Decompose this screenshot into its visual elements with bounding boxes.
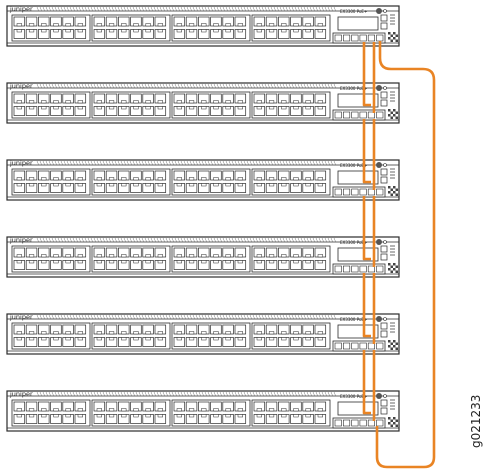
vcp-cable [362,350,371,415]
model-label: EX3300 PoE+ [340,86,367,91]
uplink-port [359,342,367,350]
lcd-panel [337,170,379,185]
model-label: EX3300 PoE+ [340,317,367,322]
uplink-port [359,111,367,119]
brand-label: juniper [9,159,33,167]
uplink-port [342,34,351,42]
lcd-panel [337,16,379,31]
uplink-port [342,342,351,350]
uplink-port [342,419,351,427]
model-label: EX3300 PoE+ [340,163,367,168]
uplink-port [367,34,376,42]
uplink-port [367,419,376,427]
status-led [376,239,382,245]
lcd-panel [337,401,379,416]
uplink-module [332,85,398,121]
uplink-port [359,188,367,196]
brand-label: juniper [9,236,33,244]
port-array [11,399,331,427]
uplink-port [351,342,359,350]
status-led [376,393,382,399]
uplink-port [376,34,384,42]
uplink-port [376,419,384,427]
uplink-port [376,111,384,119]
uplink-port [334,111,342,119]
uplink-port [359,265,367,273]
uplink-port [367,111,376,119]
brand-label: juniper [9,313,33,321]
port-array [11,91,331,119]
vcp-cable [362,273,371,338]
uplink-port [359,419,367,427]
brand-label: juniper [9,82,33,90]
uplink-port [334,188,342,196]
uplink-port [342,188,351,196]
model-label: EX3300 PoE+ [340,9,367,14]
uplink-port [351,188,359,196]
vcp-cables [362,41,436,469]
status-led [376,85,382,91]
uplink-port [376,188,384,196]
uplink-port [351,111,359,119]
uplink-port [334,265,342,273]
uplink-port [351,419,359,427]
uplink-port [367,342,376,350]
status-led [376,316,382,322]
lcd-panel [337,93,379,108]
vcp-loop-cable [375,41,436,469]
uplink-port [334,34,342,42]
uplink-port [342,265,351,273]
model-label: EX3300 PoE+ [340,394,367,399]
port-array [11,14,331,42]
status-led [376,8,382,14]
uplink-port [367,188,376,196]
figure-id-label: g021233 [469,395,483,448]
vcp-cable [362,196,371,261]
vcp-cable [362,119,371,184]
uplink-port [334,342,342,350]
uplink-module [332,8,398,44]
uplink-port [376,265,384,273]
uplink-port [342,111,351,119]
uplink-port [359,34,367,42]
vcp-cable [362,42,371,107]
uplink-port [351,265,359,273]
model-label: EX3300 PoE+ [340,240,367,245]
status-led [376,162,382,168]
lcd-panel [337,324,379,339]
uplink-port [334,419,342,427]
lcd-panel [337,247,379,262]
port-array [11,322,331,350]
port-array [11,245,331,273]
uplink-port [351,34,359,42]
brand-label: juniper [9,390,33,398]
uplink-port [376,342,384,350]
port-array [11,168,331,196]
brand-label: juniper [9,5,33,13]
uplink-port [367,265,376,273]
